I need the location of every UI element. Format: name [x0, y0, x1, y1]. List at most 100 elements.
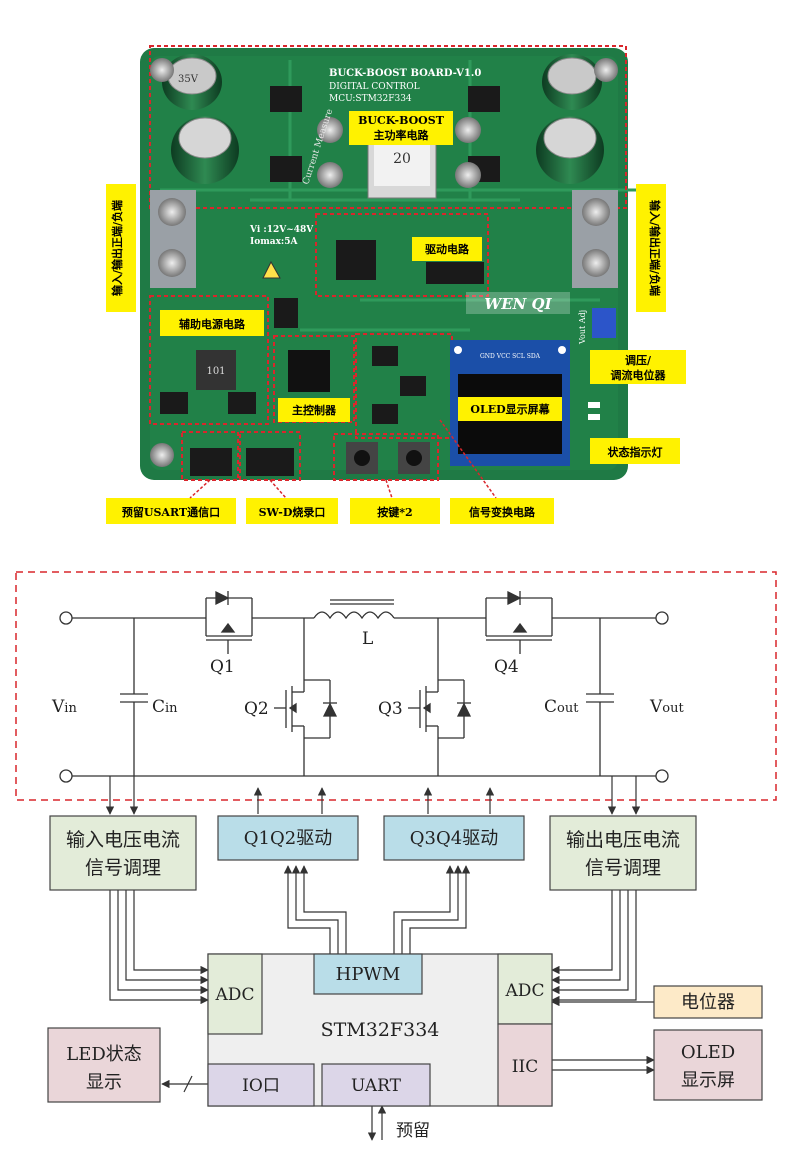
silk-vout-adj: Vout Adj	[578, 310, 587, 345]
led-part	[588, 414, 600, 420]
label-main-controller: 主控制器	[278, 398, 350, 422]
label-swd-text: SW-D烧录口	[259, 505, 326, 519]
label-oled-text: OLED显示屏幕	[470, 402, 550, 416]
aux-inductor-mark: 101	[206, 366, 225, 377]
label-signal-conv-text: 信号变换电路	[469, 505, 536, 519]
swd-header	[246, 448, 294, 476]
opamp-chip	[372, 404, 398, 424]
block-q3q4-text: Q3Q4驱动	[410, 828, 498, 849]
label-vout: Vout	[649, 697, 684, 717]
silk-io: Iomax:5A	[250, 237, 299, 247]
leader-line	[439, 419, 497, 499]
label-left-side: 输入/输出正端/负端	[106, 184, 136, 312]
block-in-cond: 输入电压电流 信号调理	[49, 815, 197, 891]
label-potentiometer: 调压/ 调流电位器	[590, 350, 686, 384]
silk-board-subtitle: DIGITAL CONTROL	[329, 82, 420, 92]
label-drive: 驱动电路	[412, 237, 482, 261]
label-right-side-text: 输入/输出正端/负端	[648, 200, 662, 296]
connection-lines	[105, 776, 655, 1141]
label-q1: Q1	[210, 657, 235, 677]
opamp-chip	[372, 346, 398, 366]
terminal-block-right	[572, 190, 618, 288]
label-usart-text: 预留USART通信口	[122, 505, 220, 519]
label-keys-text: 按键*2	[377, 505, 412, 519]
leader-line	[385, 479, 393, 499]
label-keys: 按键*2	[350, 498, 440, 524]
label-pot-line1: 调压/	[625, 353, 652, 367]
label-aux-power-text: 辅助电源电路	[179, 317, 246, 331]
mosfet-chip	[270, 156, 302, 182]
block-adc-left: ADC	[207, 953, 263, 1035]
label-main-power: BUCK-BOOST 主功率电路	[349, 111, 453, 145]
label-left-side-text: 输入/输出正端/负端	[110, 200, 124, 296]
silk-board-title: BUCK-BOOST BOARD-V1.0	[329, 68, 481, 79]
block-out-cond-line1: 输出电压电流	[566, 829, 680, 851]
label-status-led: 状态指示灯	[590, 438, 680, 464]
block-out-cond: 输出电压电流 信号调理	[549, 815, 697, 891]
mcu-chip	[288, 350, 330, 392]
block-pot-text: 电位器	[681, 992, 735, 1013]
dash-drive	[315, 213, 489, 297]
screw	[594, 58, 618, 82]
dash-power-stage	[15, 571, 777, 801]
block-led: LED状态 显示	[47, 1027, 161, 1103]
silk-brand: WEN QI	[466, 292, 570, 314]
led-part	[588, 402, 600, 408]
label-pot-line2: 调流电位器	[611, 368, 667, 382]
mosfet-chip	[468, 86, 500, 112]
dash-swd	[239, 431, 301, 481]
block-in-cond-line1: 输入电压电流	[66, 829, 180, 851]
esd-warning-icon	[262, 260, 281, 279]
block-oled: OLED 显示屏	[653, 1029, 763, 1101]
block-oled-line2: 显示屏	[681, 1070, 735, 1091]
dash-aux-power	[149, 295, 269, 425]
block-iic: IIC	[497, 1023, 553, 1107]
block-led-line2: 显示	[86, 1072, 122, 1093]
terminal-block-left	[150, 190, 196, 288]
block-iic-text: IIC	[512, 1057, 538, 1077]
block-io: IO口	[207, 1063, 315, 1107]
silk-board-mcu: MCU:STM32F334	[329, 94, 412, 104]
label-q3: Q3	[378, 699, 403, 719]
block-uart: UART	[321, 1063, 431, 1107]
label-cin: Cin	[152, 697, 178, 717]
usart-header	[190, 448, 232, 476]
label-usart: 预留USART通信口	[106, 498, 236, 524]
block-adc-right: ADC	[497, 953, 553, 1025]
screw	[317, 162, 343, 188]
block-uart-text: UART	[351, 1076, 402, 1096]
opamp-chip	[400, 376, 426, 396]
mosfet-chip	[270, 86, 302, 112]
dash-main-power	[149, 45, 627, 209]
aux-inductor	[196, 350, 236, 390]
leader-line	[269, 479, 287, 499]
capacitor	[542, 54, 602, 110]
small-chip	[274, 298, 298, 328]
capacitor	[171, 116, 239, 184]
block-out-cond-line2: 信号调理	[585, 857, 661, 879]
screw	[455, 117, 481, 143]
block-io-text: IO口	[242, 1076, 280, 1096]
label-q2: Q2	[244, 699, 269, 719]
label-drive-text: 驱动电路	[425, 242, 470, 256]
label-main-power-line2: 主功率电路	[374, 128, 430, 142]
block-led-line1: LED状态	[66, 1044, 142, 1065]
dash-keys	[333, 433, 439, 481]
block-q3q4-drive: Q3Q4驱动	[383, 815, 525, 861]
oled-pins-mark: GND VCC SCL SDA	[480, 353, 541, 360]
block-oled-line1: OLED	[681, 1042, 735, 1063]
capacitor	[536, 116, 604, 184]
power-stage-schematic	[15, 571, 777, 801]
label-q4: Q4	[494, 657, 519, 677]
block-hpwm: HPWM	[313, 953, 423, 995]
inductor-mark: 20	[393, 151, 411, 167]
schematic-labels: Vin Cin Cout Vout Q1 Q2 Q3 Q4 L	[51, 629, 684, 719]
label-inductor: L	[362, 629, 373, 649]
driver-chip	[426, 262, 484, 284]
label-aux-power: 辅助电源电路	[160, 310, 264, 336]
label-vin: Vin	[51, 697, 77, 717]
regulator-chip	[160, 392, 188, 414]
label-cout: Cout	[544, 697, 579, 717]
